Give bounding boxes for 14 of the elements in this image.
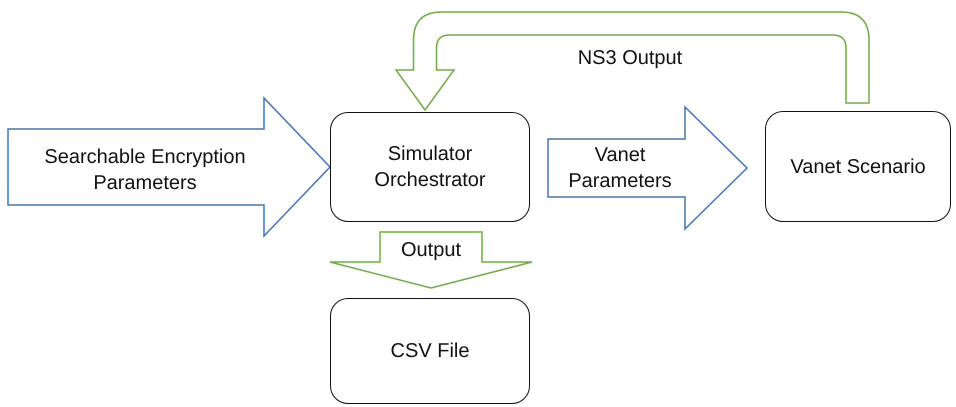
block-arrow (547, 105, 748, 231)
process-box (330, 298, 530, 404)
node-label: Vanet Scenario (790, 154, 926, 180)
process-box (765, 111, 951, 222)
edge-label: Vanet Parameters (567, 143, 673, 194)
block-arrow (395, 11, 870, 111)
block-arrow (329, 231, 533, 289)
block-arrow (7, 96, 332, 238)
node-label: CSV File (390, 339, 470, 364)
process-box (330, 112, 530, 222)
edge-label: Output (400, 238, 462, 263)
edge-label: NS3 Output (576, 46, 684, 71)
edge-label: Searchable Encryption Parameters (43, 145, 247, 196)
node-label: Simulator Orchestrator (373, 142, 487, 193)
